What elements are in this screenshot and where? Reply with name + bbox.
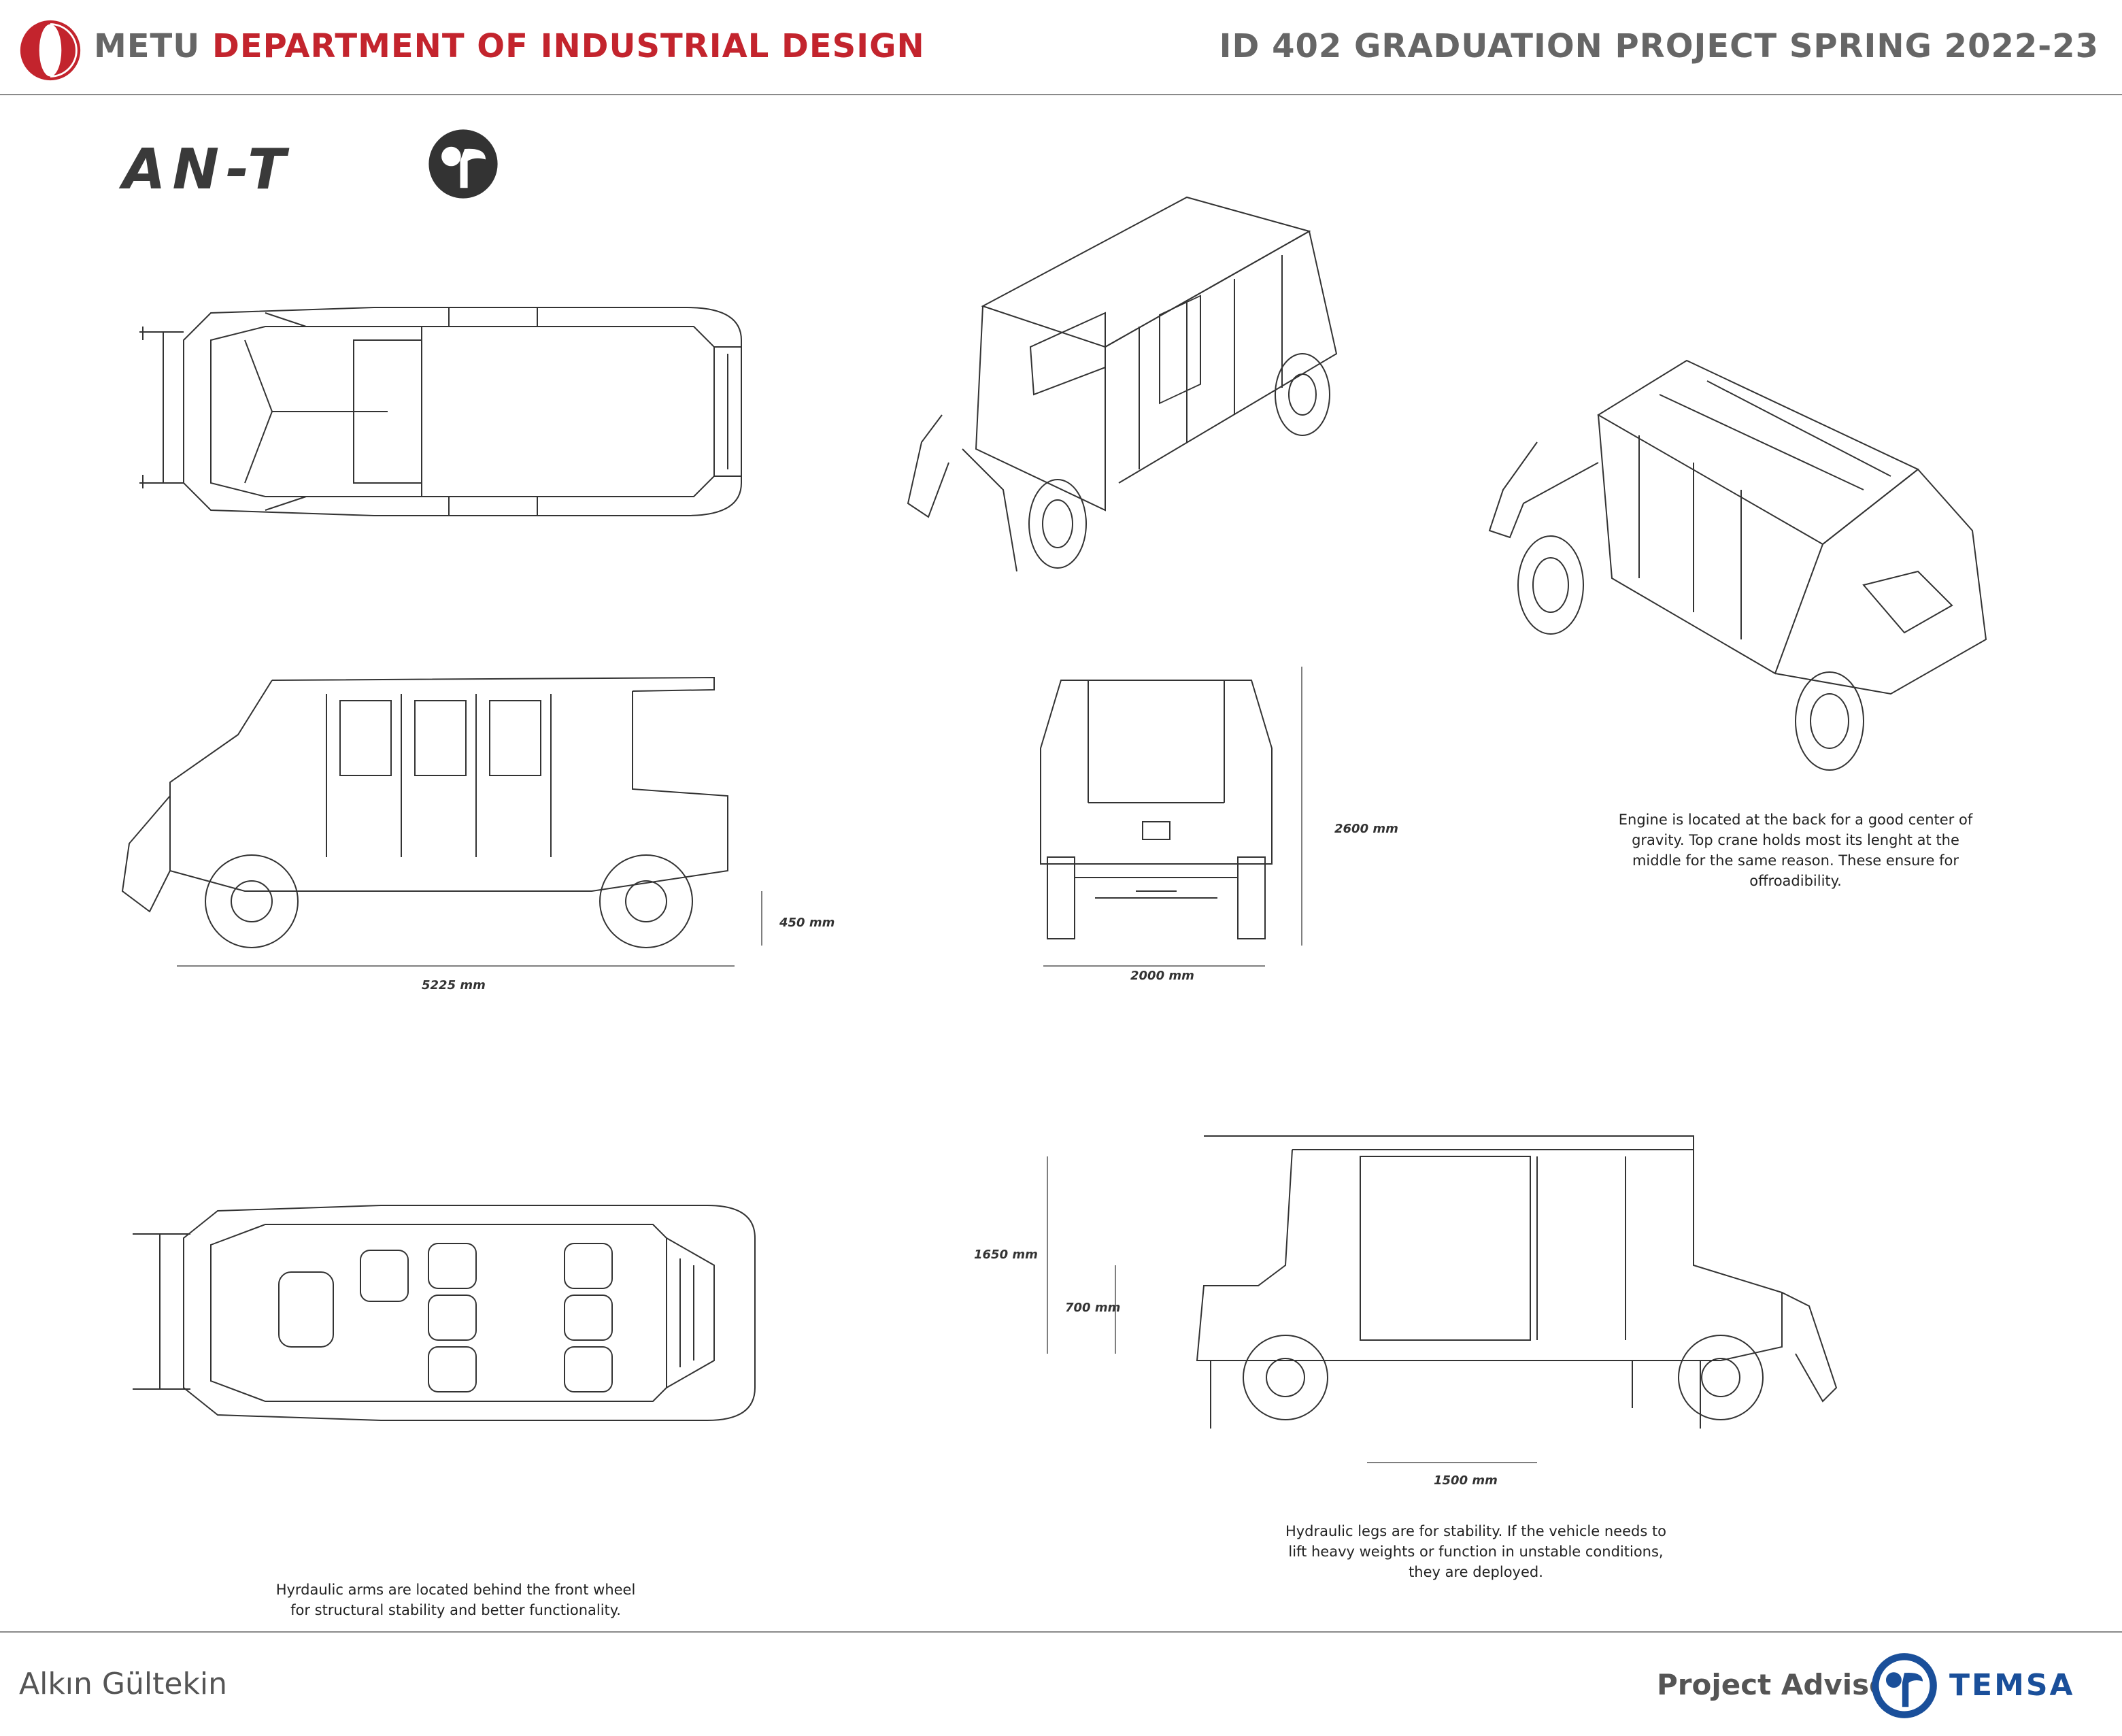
department-name: DEPARTMENT OF INDUSTRIAL DESIGN <box>212 27 925 65</box>
side-dimension-lines <box>177 891 762 967</box>
dim-cabin-height: 1650 mm <box>974 1248 1038 1262</box>
perspective-rear-drawing <box>1483 354 2000 775</box>
dim-side-length: 5225 mm <box>422 978 486 992</box>
author-name: Alkın Gültekin <box>19 1667 228 1701</box>
front-dimension-lines <box>1043 667 1302 967</box>
dim-front-width: 2000 mm <box>1130 969 1194 983</box>
dim-front-height: 2600 mm <box>1334 822 1398 836</box>
brand-wordmark: AN-T <box>122 137 293 202</box>
advisor-name: TEMSA <box>1949 1668 2075 1703</box>
legs-dimension-lines <box>1047 1156 1537 1463</box>
dim-lower-height: 700 mm <box>1065 1301 1121 1315</box>
dim-ground-clearance: 450 mm <box>779 916 835 930</box>
metu-logo-icon <box>20 20 81 81</box>
dim-opening-width: 1500 mm <box>1434 1473 1498 1488</box>
perspective-front-drawing <box>901 190 1364 585</box>
arms-caption: Hyrdaulic arms are located behind the fr… <box>275 1582 636 1618</box>
footer-divider <box>0 1631 2122 1633</box>
header: METU DEPARTMENT OF INDUSTRIAL DESIGN ID … <box>0 0 2122 95</box>
engine-caption: Engine is located at the back for a good… <box>1618 812 1973 889</box>
side-view-drawing <box>116 667 769 966</box>
top-view-drawing <box>129 299 755 524</box>
ant-logo-icon <box>428 129 498 199</box>
department-title: METU DEPARTMENT OF INDUSTRIAL DESIGN <box>94 27 925 65</box>
side-legs-drawing <box>1156 1129 1918 1456</box>
legs-caption: Hydraulic legs are for stability. If the… <box>1285 1523 1667 1580</box>
interior-plan-drawing <box>122 1197 769 1429</box>
metu-prefix: METU <box>94 27 201 65</box>
temsa-logo-icon <box>1872 1653 1937 1718</box>
front-view-drawing <box>1034 667 1279 952</box>
course-title: ID 402 GRADUATION PROJECT SPRING 2022-23 <box>1219 27 2099 65</box>
header-divider <box>0 94 2122 95</box>
advisor-label: Project Advisor: <box>1657 1668 1915 1701</box>
